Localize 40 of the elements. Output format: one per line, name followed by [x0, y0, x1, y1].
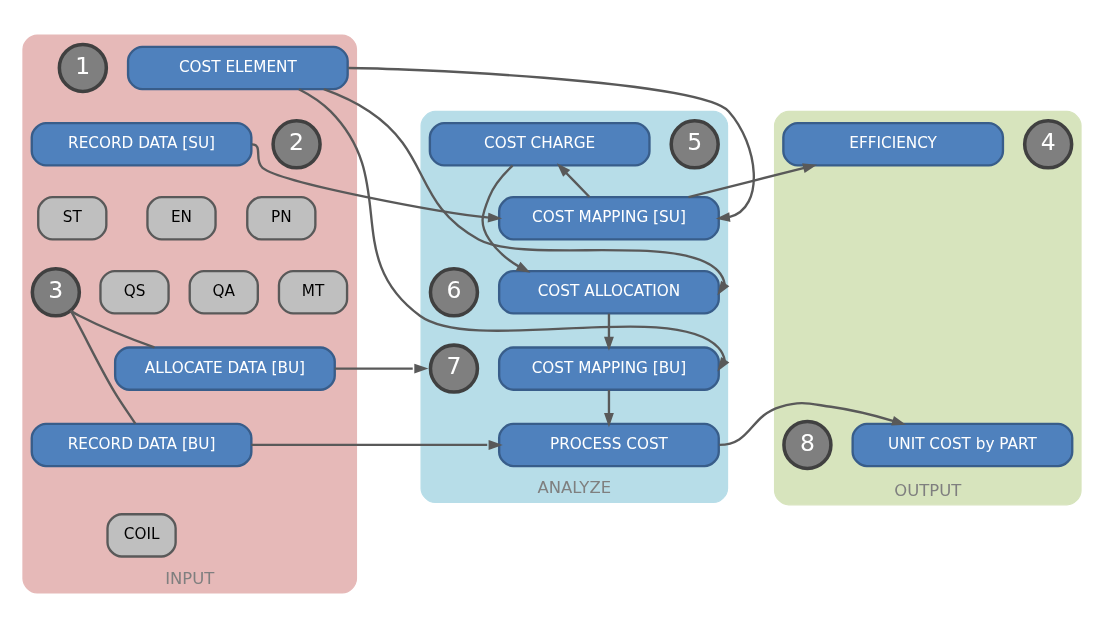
- node-box: RECORD DATA [SU]: [30, 122, 253, 167]
- arrow: [334, 363, 429, 374]
- arrow: [481, 164, 531, 273]
- node-circle: 2: [271, 119, 322, 170]
- node-box: QA: [188, 269, 259, 315]
- node-box: PN: [246, 195, 317, 241]
- node-box: COST MAPPING [SU]: [497, 195, 720, 241]
- connector: [69, 310, 137, 425]
- node-box: RECORD DATA [BU]: [30, 422, 253, 468]
- arrow: [251, 143, 503, 223]
- node-circle: 4: [1022, 119, 1074, 170]
- node-circle: 1: [57, 42, 109, 94]
- node-circle: 8: [782, 419, 833, 471]
- node-box: COST CHARGE: [428, 122, 651, 167]
- node-circle: 7: [428, 343, 480, 394]
- node-box: EN: [146, 195, 217, 241]
- arrow: [323, 88, 730, 296]
- arrow: [688, 163, 818, 199]
- node-box: MT: [277, 269, 349, 315]
- node-box: COST MAPPING [BU]: [497, 346, 720, 391]
- arrow: [604, 390, 614, 428]
- node-box: EFFICIENCY: [782, 122, 1005, 167]
- node-box: UNIT COST by PART: [851, 422, 1074, 468]
- node-box: COST ALLOCATION: [497, 269, 720, 315]
- arrow: [719, 402, 907, 447]
- arrow: [348, 66, 755, 222]
- node-box: ALLOCATE DATA [BU]: [113, 346, 336, 391]
- node-box: COIL: [106, 513, 177, 558]
- node-circle: 6: [428, 267, 480, 318]
- node-box: QS: [99, 269, 170, 315]
- node-box: COST ELEMENT: [126, 45, 349, 91]
- node-circle: 3: [30, 267, 82, 318]
- arrow: [251, 440, 503, 450]
- node-circle: 5: [669, 119, 720, 170]
- node-box: PROCESS COST: [497, 422, 720, 468]
- arrow: [604, 313, 614, 351]
- arrow: [556, 163, 591, 198]
- arrow: [298, 88, 730, 372]
- node-box: ST: [37, 195, 108, 241]
- connector: [70, 309, 155, 349]
